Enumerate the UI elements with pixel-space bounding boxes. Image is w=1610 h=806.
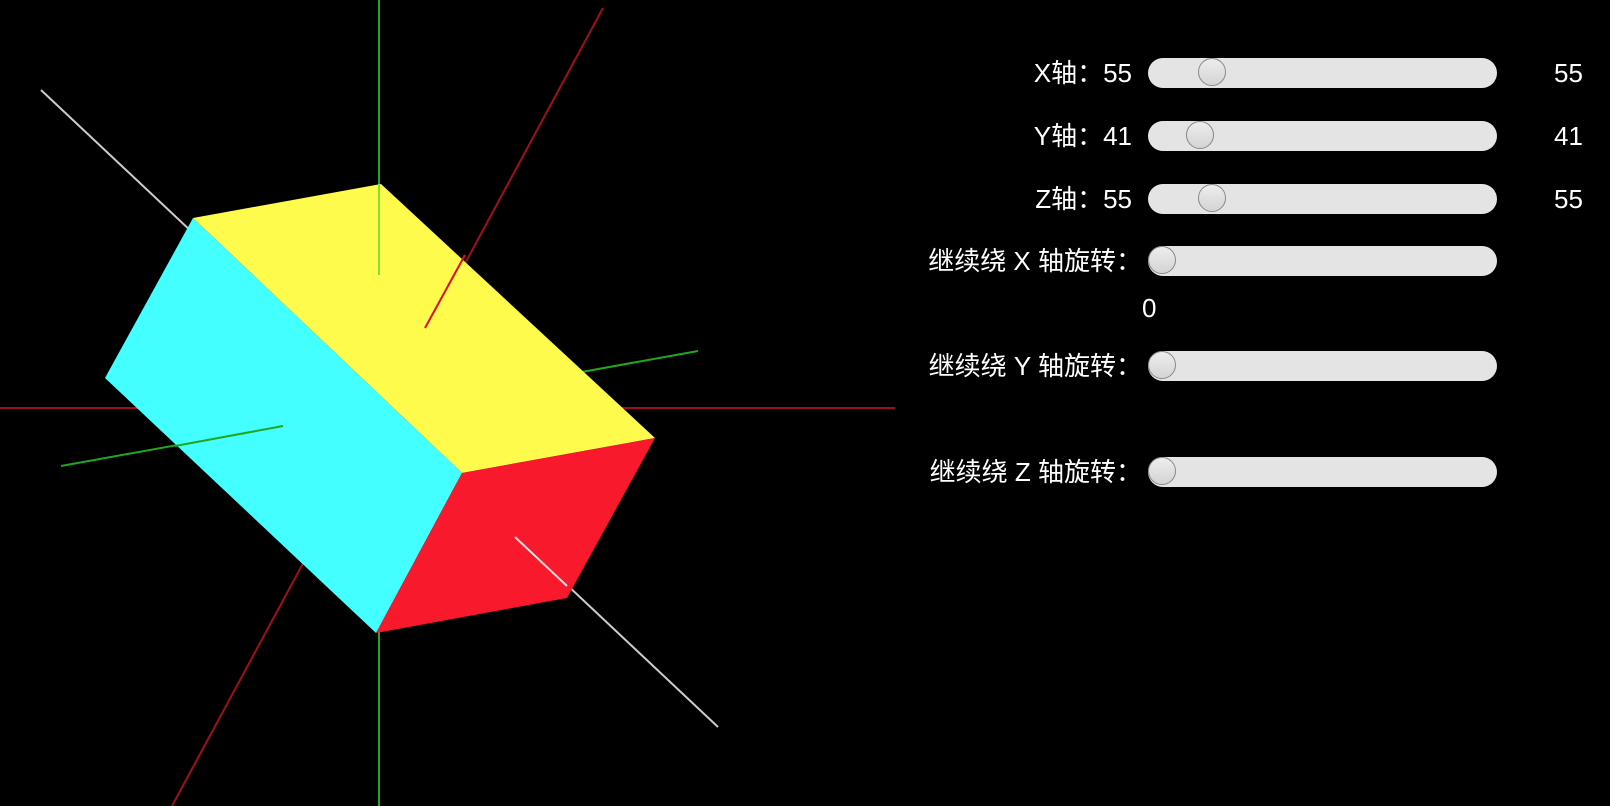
cube-front-face [376,438,655,633]
3d-cube-viewport [0,0,895,806]
angle-y-label: Y轴：41 [1033,121,1132,151]
angle-y-readout: 41 [1554,121,1583,151]
cube-top-face [193,184,655,473]
spin-row-x: 继续绕 X 轴旋转： [0,246,1610,276]
spin-z-slider[interactable] [1148,457,1497,487]
spin-x-readout: 0 [1142,293,1157,323]
white-axis-inner [514,536,568,587]
angle-x-label: X轴：55 [1033,58,1132,88]
slider-thumb[interactable] [1185,121,1214,149]
cube-left-face [105,218,462,633]
spin-y-slider[interactable] [1148,351,1497,381]
slider-thumb[interactable] [1148,351,1176,379]
spin-z-label: 继续绕 Z 轴旋转： [929,457,1142,487]
angle-z-slider[interactable] [1148,184,1497,214]
slider-row-x: X轴：55 55 [0,58,1610,88]
spin-row-y: 继续绕 Y 轴旋转： [0,351,1610,381]
slider-thumb[interactable] [1148,246,1176,274]
slider-row-z: Z轴：55 55 [0,184,1610,214]
slider-row-y: Y轴：41 41 [0,121,1610,151]
axes-front [174,184,568,587]
angle-x-slider[interactable] [1148,58,1497,88]
green-axis-inner-2 [174,425,284,447]
angle-z-label: Z轴：55 [1035,184,1132,214]
spin-y-label: 继续绕 Y 轴旋转： [928,351,1142,381]
spin-row-z: 继续绕 Z 轴旋转： [0,457,1610,487]
spin-x-label: 继续绕 X 轴旋转： [928,246,1142,276]
slider-thumb[interactable] [1198,184,1227,212]
angle-y-slider[interactable] [1148,121,1497,151]
angle-x-readout: 55 [1554,58,1583,88]
slider-thumb[interactable] [1198,58,1227,86]
slider-thumb[interactable] [1148,457,1176,485]
red-axis-inner [424,254,466,329]
spin-x-slider[interactable] [1148,246,1497,276]
angle-z-readout: 55 [1554,184,1583,214]
